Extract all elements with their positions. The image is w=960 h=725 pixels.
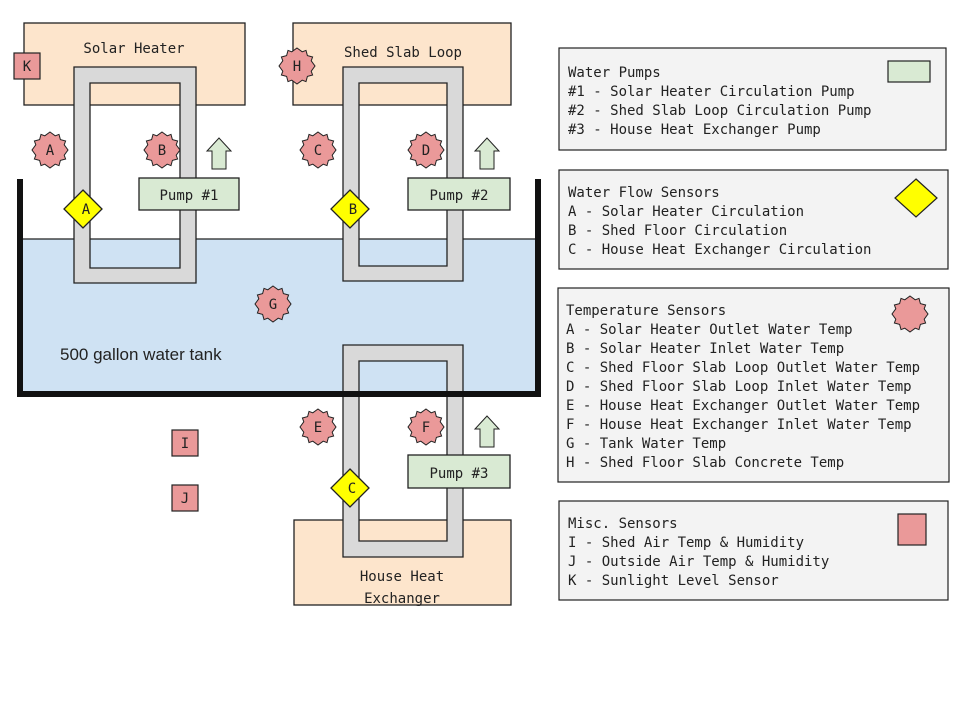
misc-sensor-k: K (13, 52, 41, 80)
legend-pump-swatch-icon (887, 60, 931, 83)
legend-pumps-title: Water Pumps (568, 65, 661, 81)
legend-misc-title: Misc. Sensors (568, 516, 678, 532)
pump-3 (407, 454, 511, 489)
svg-text:K: K (23, 59, 32, 75)
misc-sensor-i: I (171, 429, 199, 457)
legend-temp-item: B - Solar Heater Inlet Water Temp (566, 341, 844, 357)
legend-temp-item: F - House Heat Exchanger Inlet Water Tem… (566, 417, 912, 433)
misc-sensor-icon (171, 429, 199, 457)
legend-misc-item: I - Shed Air Temp & Humidity (568, 535, 804, 551)
legend-flow: Water Flow Sensors A - Solar Heater Circ… (558, 169, 949, 270)
misc-sensor-icon (171, 484, 199, 512)
temp-sensor-b: B (143, 131, 181, 169)
tank-label: 500 gallon water tank (60, 345, 222, 364)
pump-1 (138, 177, 240, 211)
legend-misc-item: J - Outside Air Temp & Humidity (568, 554, 829, 570)
svg-text:F: F (422, 420, 430, 436)
legend-temp-item: E - House Heat Exchanger Outlet Water Te… (566, 398, 920, 414)
legend-flow-item: B - Shed Floor Circulation (568, 223, 787, 239)
legend-temp-item: H - Shed Floor Slab Concrete Temp (566, 455, 844, 471)
legend-temp-item: A - Solar Heater Outlet Water Temp (566, 322, 853, 338)
temp-sensor-f: F (407, 408, 445, 446)
legend-flow-swatch-icon (894, 178, 938, 218)
house-heat-exchanger-label-line2: Exchanger (364, 591, 440, 607)
temp-sensor-c: C (299, 131, 337, 169)
legend-temp-title: Temperature Sensors (566, 303, 726, 319)
svg-text:A: A (46, 143, 55, 159)
flow-sensor-b: B (330, 189, 370, 229)
legend-temp-item: D - Shed Floor Slab Loop Inlet Water Tem… (566, 379, 912, 395)
pump-3-label: Pump #3 (429, 466, 488, 482)
svg-text:C: C (348, 481, 356, 497)
misc-sensor-icon (13, 52, 41, 80)
svg-text:B: B (349, 202, 357, 218)
svg-text:J: J (181, 491, 189, 507)
legend-temp: Temperature Sensors A - Solar Heater Out… (557, 287, 950, 483)
svg-text:G: G (269, 297, 277, 313)
pump-2 (407, 177, 511, 211)
svg-text:D: D (422, 143, 430, 159)
temp-sensor-a: A (31, 131, 69, 169)
flow-arrow-3-icon (474, 415, 500, 448)
legend-flow-item: C - House Heat Exchanger Circulation (568, 242, 871, 258)
svg-text:C: C (314, 143, 322, 159)
shed-slab-loop-label: Shed Slab Loop (344, 45, 462, 61)
pump-2-label: Pump #2 (429, 188, 488, 204)
temp-sensor-e: E (299, 408, 337, 446)
temp-sensor-g: G (254, 285, 292, 323)
temp-sensor-h: H (278, 47, 316, 85)
svg-text:I: I (181, 436, 189, 452)
legend-misc-item: K - Sunlight Level Sensor (568, 573, 779, 589)
svg-text:H: H (293, 59, 301, 75)
legend-flow-item: A - Solar Heater Circulation (568, 204, 804, 220)
legend-temp-item: C - Shed Floor Slab Loop Outlet Water Te… (566, 360, 920, 376)
legend-misc-swatch-icon (897, 513, 927, 546)
solar-heater-box (23, 22, 246, 106)
flow-arrow-1-icon (206, 137, 232, 170)
house-heat-exchanger-box (293, 519, 512, 606)
svg-text:B: B (158, 143, 166, 159)
svg-text:E: E (314, 420, 322, 436)
legend-pumps-item: #2 - Shed Slab Loop Circulation Pump (568, 103, 871, 119)
flow-arrow-2-icon (474, 137, 500, 170)
misc-sensor-j: J (171, 484, 199, 512)
legend-pumps-item: #3 - House Heat Exchanger Pump (568, 122, 821, 138)
legend-misc: Misc. Sensors I - Shed Air Temp & Humidi… (558, 500, 949, 601)
tank-walls (17, 179, 541, 397)
flow-sensor-c: C (330, 468, 370, 508)
house-heat-exchanger-label-line1: House Heat (360, 569, 444, 585)
flow-sensor-a: A (63, 189, 103, 229)
legend-temp-item: G - Tank Water Temp (566, 436, 726, 452)
pump-1-label: Pump #1 (159, 188, 218, 204)
shed-slab-loop-box (292, 22, 512, 106)
svg-text:A: A (82, 202, 91, 218)
solar-heater-label: Solar Heater (83, 41, 184, 57)
legend-flow-title: Water Flow Sensors (568, 185, 720, 201)
legend-pumps-item: #1 - Solar Heater Circulation Pump (568, 84, 855, 100)
temp-sensor-d: D (407, 131, 445, 169)
legend-pumps: Water Pumps #1 - Solar Heater Circulatio… (558, 47, 947, 151)
